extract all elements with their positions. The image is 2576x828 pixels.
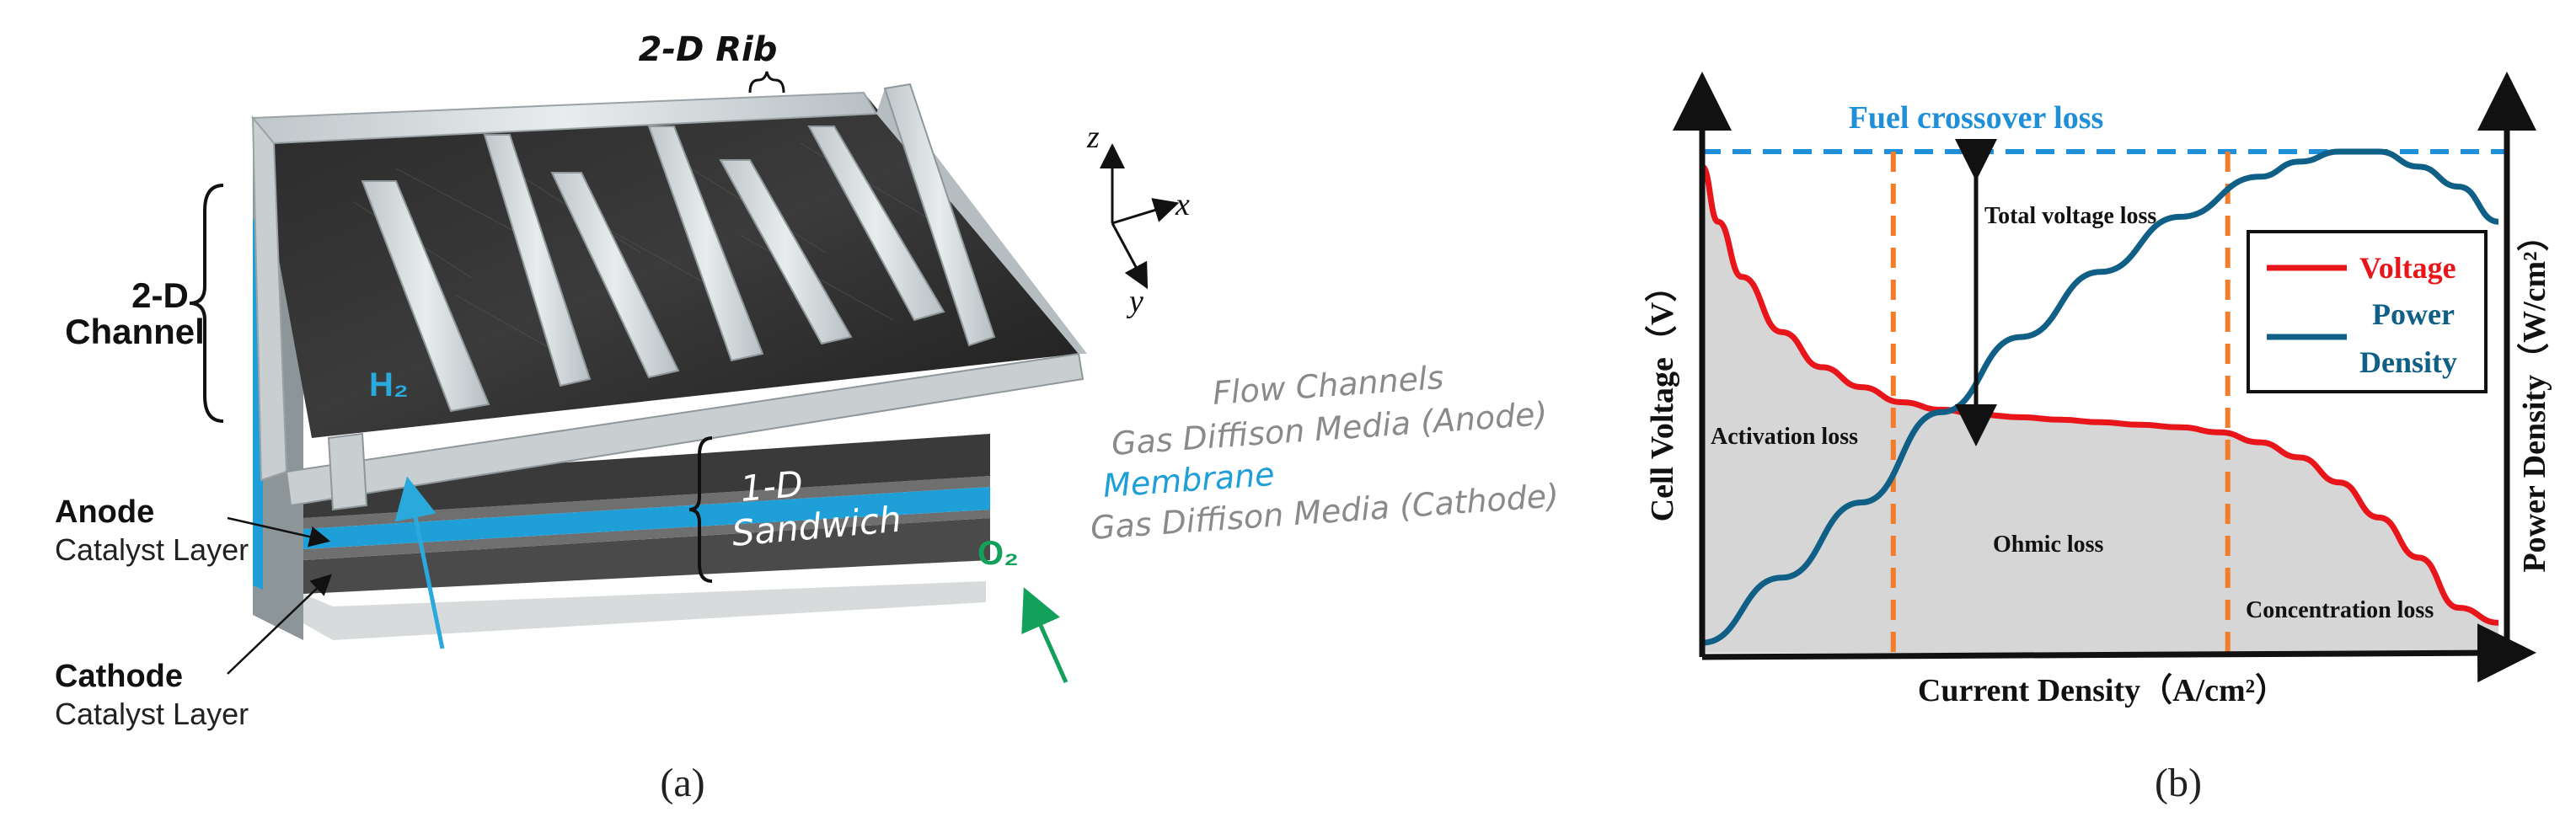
rib-5 xyxy=(719,159,853,345)
cathode-catalyst-layer xyxy=(303,510,990,560)
rib-2 xyxy=(483,134,592,387)
x-axis xyxy=(1701,623,2536,683)
anode-catalyst-layer xyxy=(303,476,990,529)
panel-b-caption: (b) xyxy=(2155,761,2202,805)
o2-label: O₂ xyxy=(977,535,1019,572)
channel-brace xyxy=(189,184,224,423)
rib-4 xyxy=(647,126,764,362)
legend-power-label-line1: Power xyxy=(2372,297,2455,331)
anode-pointer xyxy=(227,516,331,548)
rib-6 xyxy=(807,126,945,322)
rib-frame-bottom xyxy=(285,352,1084,507)
o2-arrow xyxy=(1021,587,1068,684)
concentration-loss-label: Concentration loss xyxy=(2246,597,2434,623)
label-gdm-anode: Gas Diffison Media (Anode) xyxy=(1111,395,1549,462)
y-axis-left-label: Cell Voltage（V） xyxy=(1645,270,1680,522)
anode-label-line1: Anode xyxy=(55,494,154,530)
h2-label: H₂ xyxy=(369,366,409,403)
bottom-plate xyxy=(303,581,986,640)
total-voltage-loss-label: Total voltage loss xyxy=(1984,203,2156,229)
power-density-series-line xyxy=(1701,148,2499,646)
axis-x-label: x xyxy=(1175,187,1190,222)
panel-a-caption: (a) xyxy=(660,761,704,805)
activation-loss-label: Activation loss xyxy=(1711,424,1858,450)
axis-z-label: z xyxy=(1086,120,1100,155)
x-axis-label: Current Density（A/cm²） xyxy=(1918,673,2287,708)
rib-label: 2-D Rib xyxy=(639,30,778,69)
polarization-chart: Fuel crossover loss Total voltage loss A… xyxy=(1645,72,2552,805)
serpentine-ribs xyxy=(361,83,996,413)
cathode-label-line2: Catalyst Layer xyxy=(55,697,249,731)
cathode-label-line1: Cathode xyxy=(55,659,183,694)
fuel-crossover-label: Fuel crossover loss xyxy=(1849,100,2104,136)
gdm-anode-layer xyxy=(303,434,990,518)
rib-1 xyxy=(361,180,490,413)
channel-label-line2: Channel xyxy=(65,312,205,351)
legend-power-label-line2: Density xyxy=(2359,345,2457,379)
voltage-series-line xyxy=(1700,163,2499,626)
rib-left-tab xyxy=(327,432,368,511)
cathode-pointer xyxy=(227,574,333,675)
legend-box xyxy=(2247,230,2488,393)
sandwich-brace xyxy=(688,436,713,583)
voltage-area-fill xyxy=(1702,166,2498,653)
y-axis-right-label: Power Density（W/cm²） xyxy=(2517,219,2552,572)
channel-label-line1: 2-D xyxy=(131,275,189,315)
rib-brace xyxy=(748,71,785,93)
legend: Voltage Power Density xyxy=(2247,230,2488,393)
rib-3 xyxy=(550,172,680,379)
label-membrane: Membrane xyxy=(1102,456,1276,505)
legend-voltage-label: Voltage xyxy=(2359,251,2456,285)
axis-y-arrow xyxy=(1111,222,1149,290)
coordinate-axes: z x y xyxy=(1086,120,1190,319)
h2-arrow xyxy=(394,476,445,649)
axis-x-arrow xyxy=(1111,198,1180,225)
gdm-cathode-layer xyxy=(303,518,990,594)
membrane-layer xyxy=(303,487,990,549)
fuel-cell-diagram: 2-D Rib 2-D Channel z x y H₂ O₂ 1-D Sand… xyxy=(55,30,1560,805)
sandwich-label-line1: 1-D xyxy=(739,463,805,510)
ohmic-loss-label: Ohmic loss xyxy=(1993,532,2104,558)
axis-y-label: y xyxy=(1126,284,1143,319)
anode-label-line2: Catalyst Layer xyxy=(55,532,249,567)
rib-7 xyxy=(883,83,996,347)
